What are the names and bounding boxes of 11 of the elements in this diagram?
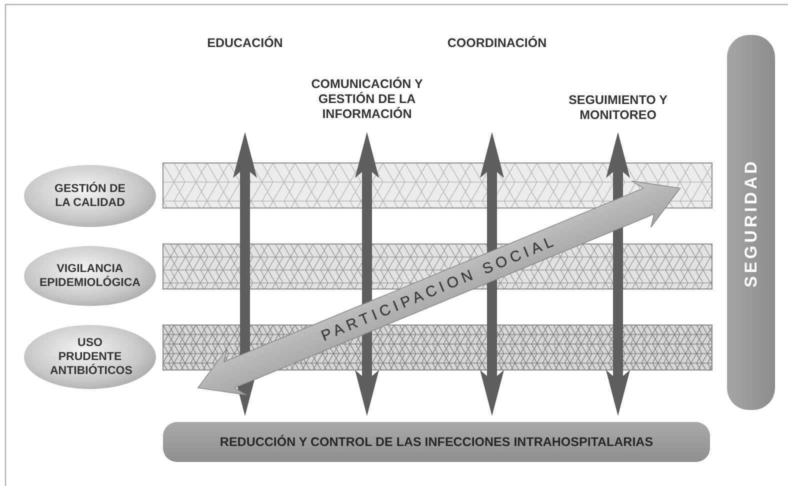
bar-text: SEGURIDAD	[741, 158, 761, 287]
ellipse-text: GESTIÓN DE LA CALIDAD	[54, 182, 126, 210]
bar-text: REDUCCIÓN Y CONTROL DE LAS INFECCIONES INTRAHOSPITALARIAS	[220, 435, 654, 449]
column-heading: SEGUIMIENTO Y MONITOREO	[568, 93, 668, 123]
ellipse-text: VIGILANCIA EPIDEMIOLÓGICA	[38, 262, 142, 290]
rounded-bar	[727, 35, 775, 410]
ellipse-text: USO PRUDENTE ANTIBIÓTICOS	[50, 336, 130, 378]
rounded-bar	[163, 422, 710, 462]
column-heading: EDUCACIÓN	[206, 36, 284, 51]
column-heading: COMUNICACIÓN Y GESTIÓN DE LA INFORMACIÓN	[310, 77, 424, 122]
column-heading: COORDINACIÓN	[446, 36, 548, 51]
